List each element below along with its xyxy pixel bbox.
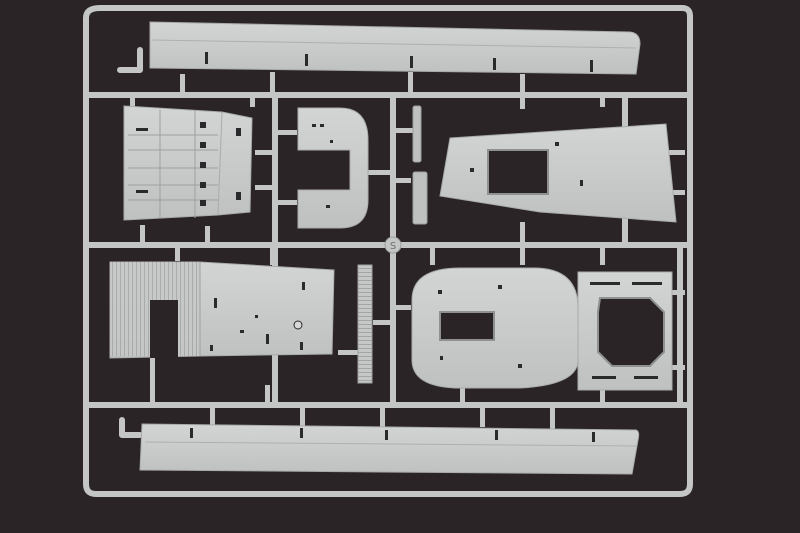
upper-right-panel-with-hatch [439,123,677,223]
bottom-long-panel [139,423,640,475]
upper-left-panel [123,105,253,221]
u-shaped-upper-piece [297,107,369,229]
small-vertical-parts [357,105,428,384]
top-long-panel [149,21,641,75]
lower-middle-rounded-panel [411,267,579,389]
lower-left-panel [109,261,335,359]
sprue-stamp: S [384,236,402,254]
lower-right-octagon-frame [577,271,673,391]
stamp-letter: S [390,241,396,252]
